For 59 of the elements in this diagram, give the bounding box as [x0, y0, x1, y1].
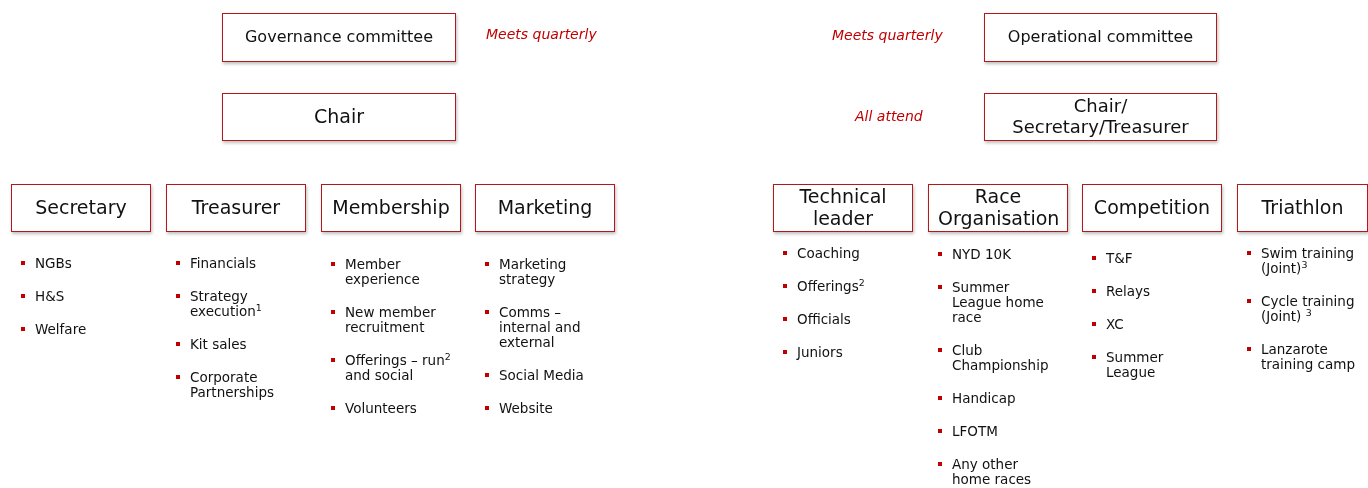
role-title: Race Organisation [938, 186, 1058, 230]
bullet-item: Cycle training (Joint) $^{3}$ [1245, 294, 1368, 324]
bullet-item: Coaching [781, 246, 916, 261]
role-box [321, 184, 461, 232]
role-title: Competition [1093, 197, 1211, 219]
bullet-item: Handicap [936, 391, 1048, 406]
role-box [984, 93, 1217, 141]
bullet-item: Swim training (Joint)$^{3}$ [1245, 246, 1368, 276]
bullet-item: Comms – internal and external [483, 305, 603, 350]
meeting-note: Meets quarterly [486, 26, 597, 42]
bullet-item: Offerings – run$^{2}$ and social [329, 353, 459, 383]
bullet-item: Website [483, 401, 603, 416]
role-box [11, 184, 151, 232]
bullet-item: Juniors [781, 345, 916, 360]
bullet-item: Club Championship [936, 343, 1048, 373]
role-box [1237, 184, 1368, 232]
bullet-item: New member recruitment [329, 305, 459, 335]
bullet-item: XC [1090, 317, 1210, 332]
role-title: Treasurer [191, 197, 281, 219]
role-box [222, 93, 456, 141]
role-title: Chair/ Secretary/Treasurer [1011, 96, 1190, 138]
role-box [222, 13, 456, 62]
bullet-item: Financials [174, 256, 309, 271]
bullet-item: Member experience [329, 257, 459, 287]
bullet-item: H&S [19, 289, 154, 304]
role-box [773, 184, 913, 232]
role-title: Membership [332, 197, 450, 219]
bullet-item: Volunteers [329, 401, 459, 416]
role-box [1082, 184, 1222, 232]
bullet-item: Corporate Partnerships [174, 370, 309, 400]
role-box [475, 184, 615, 232]
role-box [928, 184, 1068, 232]
role-box [984, 13, 1217, 62]
role-title: Triathlon [1261, 197, 1344, 219]
meeting-note: Meets quarterly [832, 27, 943, 43]
bullet-item: Social Media [483, 368, 603, 383]
role-title: Chair [313, 106, 364, 128]
role-title: Secretary [35, 197, 127, 219]
bullet-item: Kit sales [174, 337, 309, 352]
attendance-note: All attend [855, 108, 923, 124]
role-title: Technical leader [798, 186, 888, 230]
bullet-item: NGBs [19, 256, 154, 271]
role-title: Marketing [497, 197, 593, 219]
bullet-item: NYD 10K [936, 247, 1048, 262]
bullet-item: Summer League home race [936, 280, 1048, 325]
bullet-item: Offerings$^{2}$ [781, 279, 916, 294]
bullet-item: Lanzarote training camp [1245, 342, 1368, 372]
bullet-item: Relays [1090, 284, 1210, 299]
bullet-item: Strategy execution$^{1}$ [174, 289, 309, 319]
bullet-item: Summer League [1090, 350, 1210, 380]
bullet-item: T&F [1090, 251, 1210, 266]
bullet-item: Welfare [19, 322, 154, 337]
bullet-item: Any other home races [936, 457, 1048, 487]
bullet-item: Marketing strategy [483, 257, 603, 287]
bullet-item: LFOTM [936, 424, 1048, 439]
role-title: Governance committee [244, 28, 433, 47]
bullet-item: Officials [781, 312, 916, 327]
role-box [166, 184, 306, 232]
role-title: Operational committee [1007, 28, 1194, 47]
